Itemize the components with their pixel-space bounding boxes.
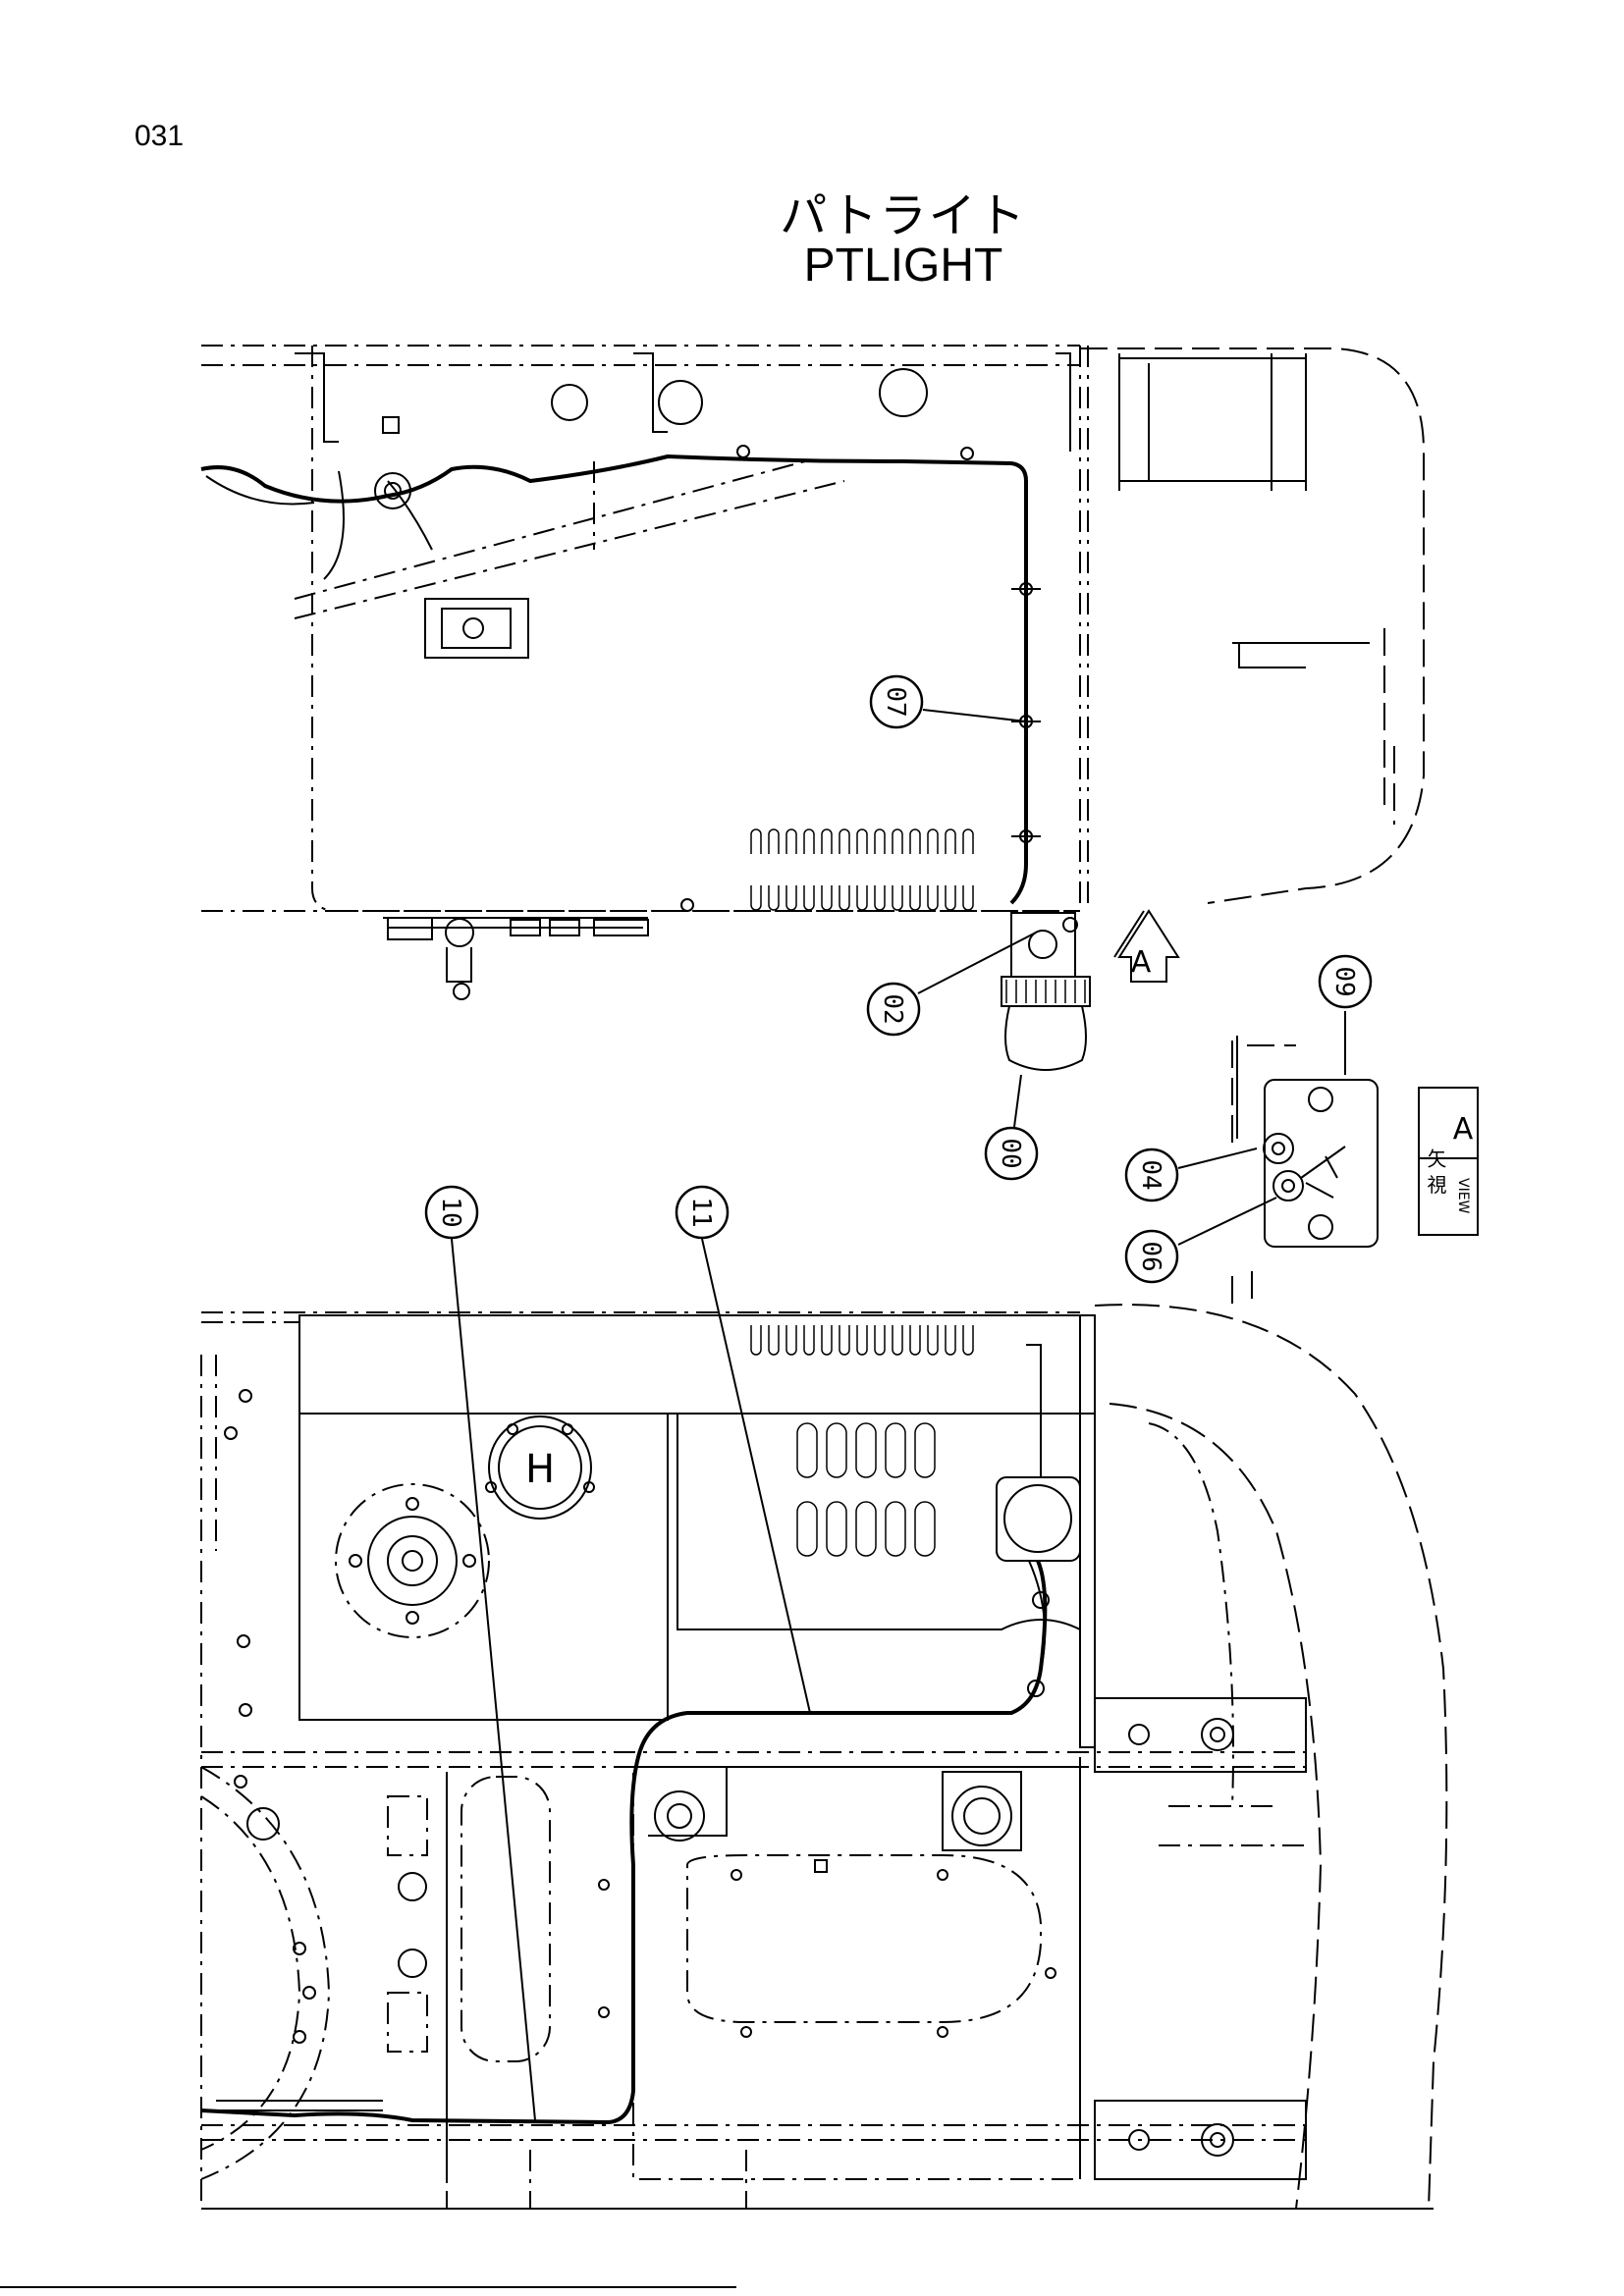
view-letter: A — [1453, 1112, 1474, 1147]
callout-11-label: 11 — [686, 1197, 716, 1227]
fuel-cap-symbol: H — [525, 1447, 555, 1492]
bottom-view: H — [200, 1304, 1448, 2210]
callout-10-label: 10 — [436, 1197, 465, 1227]
callout-09-label: 09 — [1329, 966, 1359, 996]
callout-06-label: 06 — [1136, 1241, 1165, 1271]
callout-00-label: 00 — [996, 1138, 1025, 1168]
top-view: A — [200, 345, 1425, 1071]
view-a-detail: A 矢 視 VIEW — [1231, 1036, 1479, 1306]
callout-11: 11 — [675, 1185, 811, 1714]
louver-slots — [750, 828, 974, 911]
callout-02-label: 02 — [878, 993, 907, 1024]
louver-slots-lower — [750, 1325, 974, 1557]
arrow-label: A — [1131, 945, 1152, 980]
callout-09: 09 — [1318, 954, 1373, 1075]
title-english: PTLIGHT — [803, 240, 1003, 292]
title-japanese: パトライト — [780, 188, 1027, 243]
callout-06: 06 — [1124, 1197, 1277, 1284]
view-kanji: 矢 視 — [1424, 1148, 1447, 1195]
callout-07: 07 — [869, 674, 1027, 729]
view-direction-arrow: A — [1113, 909, 1180, 983]
callout-02: 02 — [866, 932, 1037, 1037]
view-english: VIEW — [1455, 1178, 1471, 1214]
patlite-lamp — [1001, 912, 1091, 1071]
callout-04: 04 — [1124, 1148, 1258, 1202]
callout-10: 10 — [424, 1185, 536, 2121]
callout-00: 00 — [984, 1074, 1039, 1181]
callout-07-label: 07 — [881, 686, 910, 717]
callout-04-label: 04 — [1136, 1159, 1165, 1190]
page-number: 031 — [135, 120, 185, 152]
